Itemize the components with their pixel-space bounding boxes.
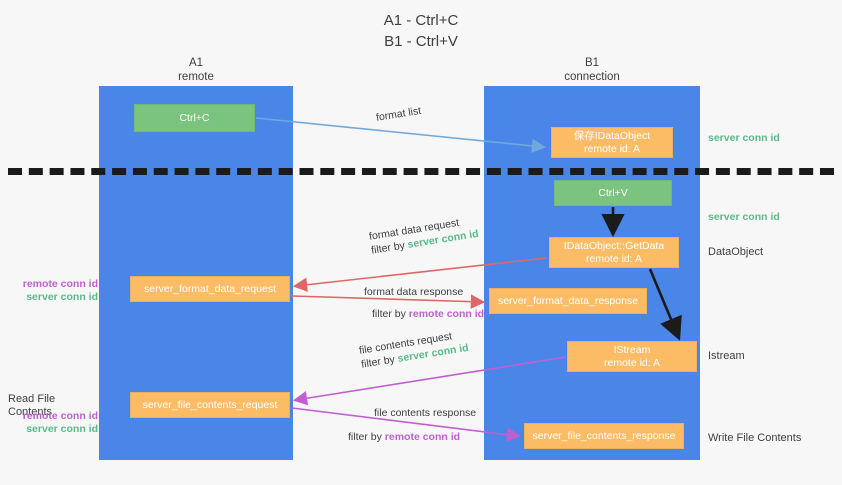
annotation-istream: Istream [708,350,745,362]
node-idataobject-line1: 保存IDataObject [573,130,651,142]
node-server-format-data-response[interactable]: server_format_data_response [489,288,647,314]
node-istream-line2: remote id: A [603,356,661,369]
annotation-conn-ids-lower: remote conn id server conn id [8,410,98,436]
annotation-write-file-contents: Write File Contents [708,432,802,444]
edge-label-file-contents-request: file contents request filter by server c… [358,327,470,372]
phase-divider [8,168,834,175]
annotation-conn-ids-upper: remote conn id server conn id [8,278,98,304]
lane-header-a1: A1 remote [99,56,293,84]
node-istream-line1: IStream [613,344,651,356]
edge-label-format-data-request: format data request filter by server con… [368,213,480,258]
annotation-server-conn-id-mid: server conn id [708,211,780,223]
edge-format-response-text: format data response [364,286,464,298]
node-ctrl-c-label: Ctrl+C [179,111,210,124]
node-server-file-contents-request[interactable]: server_file_contents_request [130,392,290,418]
title-line-2: B1 - Ctrl+V [384,33,458,50]
edge-label-file-contents-response: file contents response filter by remote … [348,406,477,444]
node-format-response-label: server_format_data_response [497,294,639,307]
edge-file-response-text: file contents response [374,407,477,419]
lane-a1-subtitle: remote [178,71,214,83]
node-ctrl-v-label: Ctrl+V [598,186,628,199]
annotation-server-conn-id-top: server conn id [708,132,780,144]
filter-by-text-2: filter by [372,308,409,320]
node-istream[interactable]: IStream remote id: A [567,341,697,372]
lane-a1-name: A1 [188,57,204,69]
edge-label-format-list: format list [375,104,422,125]
annotation-remote-conn-id-2: remote conn id [22,410,98,422]
title-line-1: A1 - Ctrl+C [383,12,459,29]
node-file-request-label: server_file_contents_request [142,398,278,411]
edge-file-response-filter: filter by remote conn id [348,430,476,444]
node-ctrl-v[interactable]: Ctrl+V [554,180,672,206]
annotation-server-conn-id-1: server conn id [26,291,98,303]
diagram-title: A1 - Ctrl+C B1 - Ctrl+V [0,10,842,52]
annotation-read-file-contents: Read File Contents [8,393,56,418]
lane-b1-name: B1 [584,57,600,69]
annotation-remote-conn-id-1: remote conn id [22,278,98,290]
node-server-file-contents-response[interactable]: server_file_contents_response [524,423,684,449]
node-server-format-data-request[interactable]: server_format_data_request [130,276,290,302]
edge-label-format-data-response: format data response filter by remote co… [364,285,484,321]
edge-format-list-text: format list [375,104,422,124]
node-getdata-line1: IDataObject::GetData [563,240,665,252]
node-idataobject[interactable]: 保存IDataObject remote id: A [551,127,673,158]
annotation-server-conn-id-2: server conn id [26,423,98,435]
annotation-data-object: DataObject [708,246,764,258]
remote-conn-id-text-2: remote conn id [384,431,461,443]
node-file-response-label: server_file_contents_response [532,429,676,442]
remote-conn-id-text-1: remote conn id [408,308,485,320]
node-idataobject-getdata[interactable]: IDataObject::GetData remote id: A [549,237,679,268]
lane-header-b1: B1 connection [484,56,700,84]
node-format-request-label: server_format_data_request [144,282,276,295]
node-ctrl-c[interactable]: Ctrl+C [134,104,255,132]
node-getdata-line2: remote id: A [585,252,643,265]
edge-format-response-filter: filter by remote conn id [372,307,484,321]
lane-b1-subtitle: connection [564,71,620,83]
node-idataobject-line2: remote id: A [583,142,641,155]
filter-by-text-4: filter by [348,431,385,443]
